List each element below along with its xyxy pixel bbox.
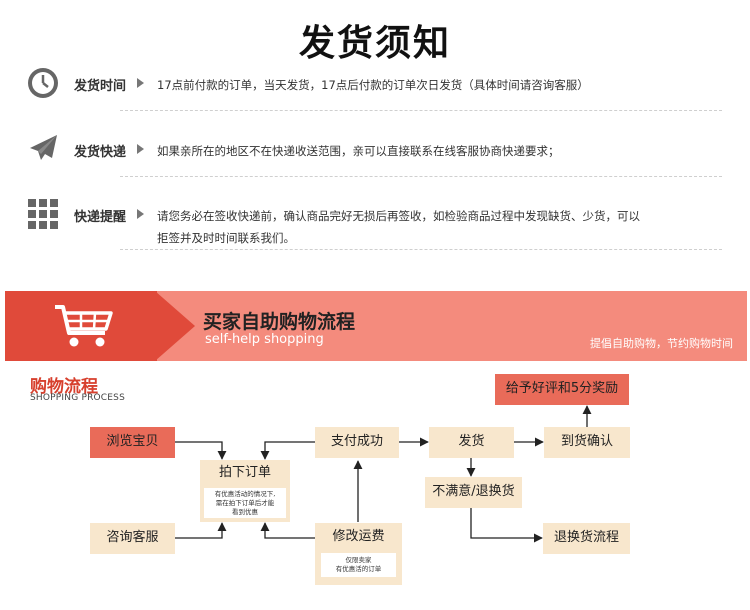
triangle-right-icon — [137, 209, 144, 219]
banner-chevron — [155, 291, 195, 361]
notice-text: 如果亲所在的地区不在快递收送范围，亲可以直接联系在线客服协商快递要求； — [157, 144, 560, 158]
clock-icon — [28, 68, 58, 98]
notice-text-line: 请您务必在签收快递前，确认商品完好无损后再签收，如检验商品过程中发现缺货、少货，… — [157, 209, 640, 223]
note-line: 看到优惠 — [232, 508, 258, 516]
flow-step-browse: 浏览宝贝 — [90, 427, 175, 458]
flow-step-pay: 支付成功 — [315, 427, 399, 458]
flow-subtitle: SHOPPING PROCESS — [30, 393, 126, 403]
banner-slogan: 提倡自助购物，节约购物时间 — [590, 337, 733, 350]
divider — [120, 249, 722, 250]
flow-title: 购物流程 — [30, 377, 98, 397]
flow-step-modify-label: 修改运费 — [332, 529, 385, 544]
notice-courier: 发货快递 如果亲所在的地区不在快递收送范围，亲可以直接联系在线客服协商快递要求； — [24, 132, 722, 177]
grid-icon — [28, 199, 58, 229]
flow-step-modify: 修改运费 仅限卖家 有优惠活的订单 — [315, 523, 402, 585]
flow-step-order-label: 拍下订单 — [218, 465, 271, 480]
order-note: 有优惠活动的情况下, 需在拍下订单后才能 看到优惠 — [204, 488, 286, 518]
flow-step-unsatisfied: 不满意/退换货 — [425, 477, 522, 508]
divider — [120, 110, 722, 111]
airplane-icon — [30, 135, 57, 160]
notice-text: 请您务必在签收快递前，确认商品完好无损后再签收，如检验商品过程中发现缺货、少货，… — [157, 205, 707, 249]
notice-label: 发货时间 — [74, 79, 127, 94]
notice-text-line: 拒签并及时时间联系我们。 — [157, 231, 295, 245]
note-line: 需在拍下订单后才能 — [215, 499, 275, 507]
flow-step-ship: 发货 — [429, 427, 514, 458]
banner-title: 买家自助购物流程 — [203, 311, 356, 333]
flow-step-return: 退换货流程 — [543, 523, 630, 554]
divider — [120, 176, 722, 177]
notice-reminder: 快递提醒 请您务必在签收快递前，确认商品完好无损后再签收，如检验商品过程中发现缺… — [24, 197, 722, 251]
self-help-banner: 买家自助购物流程 self-help shopping 提倡自助购物，节约购物时… — [5, 291, 747, 361]
note-line: 仅限卖家 — [345, 556, 372, 564]
triangle-right-icon — [137, 78, 144, 88]
banner-subtitle: self-help shopping — [205, 332, 324, 347]
triangle-right-icon — [137, 144, 144, 154]
note-line: 有优惠活的订单 — [335, 565, 382, 573]
page-title: 发货须知 — [298, 23, 451, 64]
modify-note: 仅限卖家 有优惠活的订单 — [321, 553, 396, 577]
shopping-cart-icon — [55, 305, 113, 347]
notice-text: 17点前付款的订单，当天发货，17点后付款的订单次日发货（具体时间请咨询客服） — [157, 78, 589, 92]
note-line: 有优惠活动的情况下, — [214, 490, 276, 498]
flow-step-receive: 到货确认 — [544, 427, 630, 458]
notice-label: 发货快递 — [74, 145, 127, 160]
notice-label: 快递提醒 — [74, 210, 127, 225]
flow-step-review: 给予好评和5分奖励 — [495, 374, 629, 405]
notice-ship-time: 发货时间 17点前付款的订单，当天发货，17点后付款的订单次日发货（具体时间请咨… — [24, 66, 722, 111]
flow-step-consult: 咨询客服 — [90, 523, 175, 554]
flow-step-order: 拍下订单 有优惠活动的情况下, 需在拍下订单后才能 看到优惠 — [200, 460, 290, 522]
